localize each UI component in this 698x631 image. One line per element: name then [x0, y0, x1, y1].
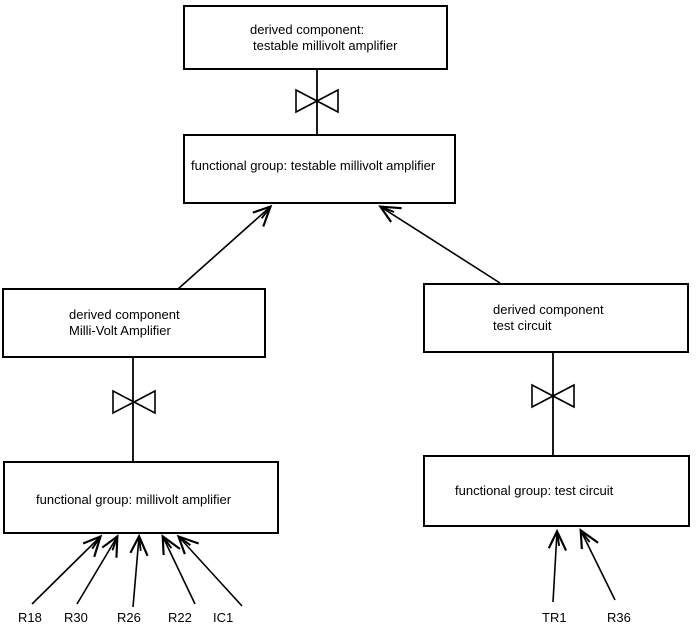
arrow-derived-mv-to-functional-testable [177, 204, 273, 290]
node-derived-component-testable-millivolt-amplifier[interactable]: derived component: testable millivolt am… [183, 5, 448, 70]
node-label: functional group: test circuit [455, 483, 614, 498]
composition-bowtie-icon [112, 389, 156, 415]
component-label-r22[interactable]: R22 [168, 610, 192, 625]
component-label-tr1[interactable]: TR1 [542, 610, 567, 625]
node-functional-group-testable-millivolt-amplifier[interactable]: functional group: testable millivolt amp… [183, 134, 456, 204]
composition-bowtie-icon [295, 88, 339, 114]
arrow-r22 [161, 534, 196, 605]
arrow-r36 [579, 528, 616, 601]
component-label-r26[interactable]: R26 [117, 610, 141, 625]
arrow-derived-test-to-functional-testable [378, 205, 501, 284]
composition-bowtie-icon [531, 383, 575, 409]
node-label: functional group: millivolt amplifier [36, 491, 232, 507]
node-label: functional group: testable millivolt amp… [191, 158, 436, 173]
node-label: derived component [493, 302, 604, 317]
node-label: derived component [69, 307, 180, 322]
node-label: Milli-Volt Amplifier [69, 323, 171, 338]
node-derived-component-milli-volt-amplifier[interactable]: derived component Milli-Volt Amplifier [2, 288, 266, 358]
component-label-ic1[interactable]: IC1 [213, 610, 234, 625]
node-label: derived component: [250, 21, 365, 37]
component-label-r18[interactable]: R18 [18, 610, 42, 625]
arrow-tr1 [547, 528, 568, 603]
node-label: testable millivolt amplifier [253, 37, 398, 53]
node-functional-group-test-circuit[interactable]: functional group: test circuit [423, 455, 690, 527]
node-functional-group-millivolt-amplifier[interactable]: functional group: millivolt amplifier [3, 461, 279, 534]
link-right-composition [531, 353, 575, 455]
link-top-composition [295, 70, 339, 134]
arrow-ic1 [176, 534, 243, 607]
component-label-r36[interactable]: R36 [607, 610, 631, 625]
arrow-r30 [76, 534, 119, 605]
component-label-r30[interactable]: R30 [64, 610, 88, 625]
node-label: test circuit [493, 318, 552, 333]
node-derived-component-test-circuit[interactable]: derived component test circuit [423, 283, 689, 353]
link-left-composition [112, 358, 156, 461]
arrow-r26 [129, 533, 149, 608]
arrow-r18 [31, 534, 103, 605]
